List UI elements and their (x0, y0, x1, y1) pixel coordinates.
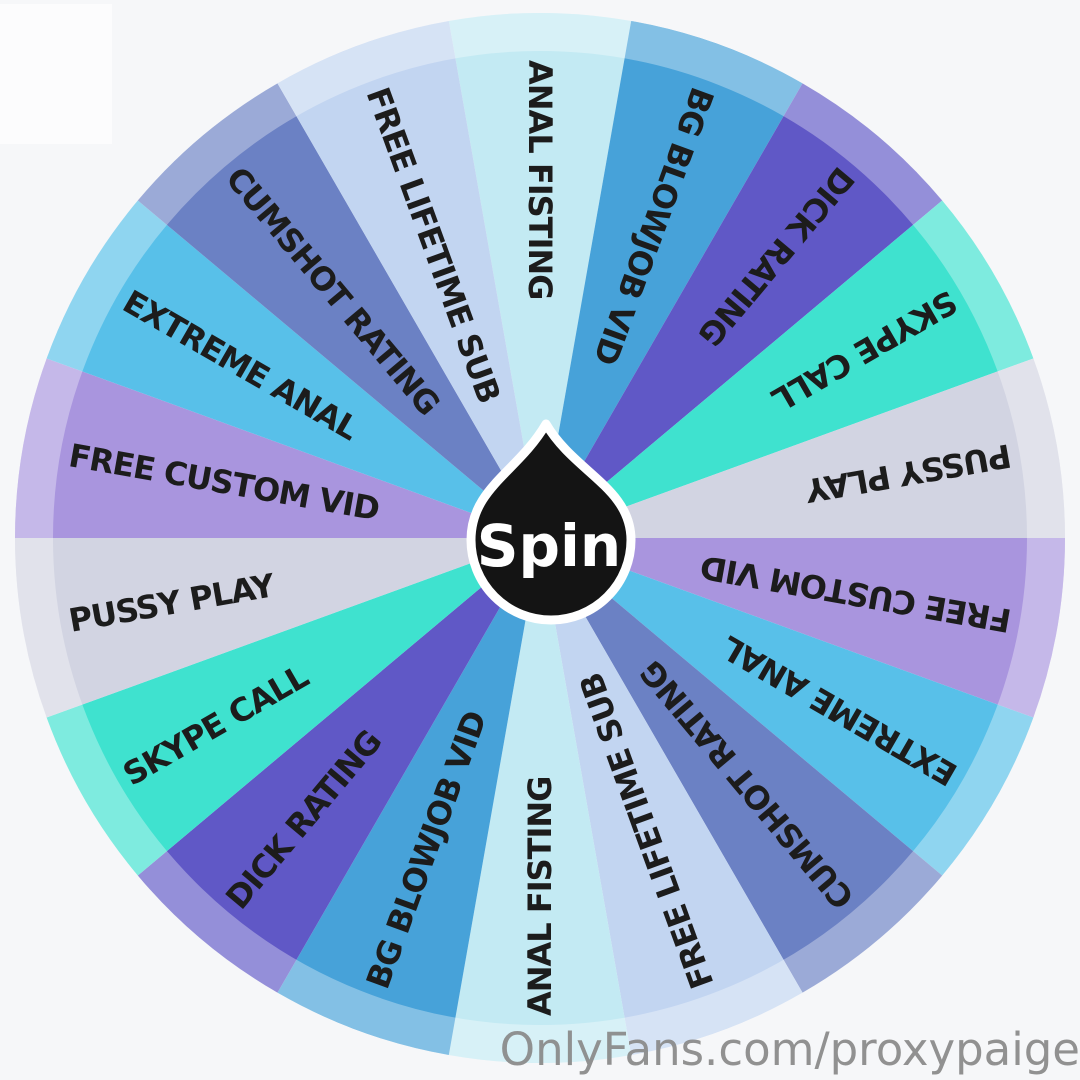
segment-free-lifetime-sub[interactable] (540, 538, 803, 1056)
corner-patch (0, 4, 112, 144)
droplet-icon (466, 419, 636, 625)
segment-pussy-play[interactable] (14, 538, 540, 718)
segment-skype-call[interactable] (540, 200, 1034, 538)
segment-anal-fisting[interactable] (448, 13, 632, 539)
segment-bg-blowjob-vid[interactable] (540, 20, 803, 538)
segment-cumshot-rating[interactable] (137, 83, 540, 538)
segment-skype-call[interactable] (46, 538, 540, 876)
watermark: OnlyFans.com/proxypaige (499, 1023, 1080, 1076)
segment-extreme-anal[interactable] (540, 538, 1034, 876)
spin-button-label: Spin (477, 512, 621, 580)
rim-highlight (15, 13, 1065, 1063)
segment-free-custom-vid[interactable] (540, 538, 1065, 718)
segment-free-custom-vid[interactable] (15, 358, 540, 538)
segment-dick-rating[interactable] (137, 538, 540, 993)
spin-button[interactable]: Spin (450, 408, 655, 633)
segment-dick-rating[interactable] (540, 83, 943, 538)
segment-bg-blowjob-vid[interactable] (277, 538, 541, 1056)
segment-extreme-anal[interactable] (46, 200, 540, 538)
segment-cumshot-rating[interactable] (540, 538, 943, 993)
segment-anal-fisting[interactable] (448, 538, 632, 1063)
segment-free-lifetime-sub[interactable] (277, 20, 541, 538)
segment-pussy-play[interactable] (540, 358, 1065, 538)
